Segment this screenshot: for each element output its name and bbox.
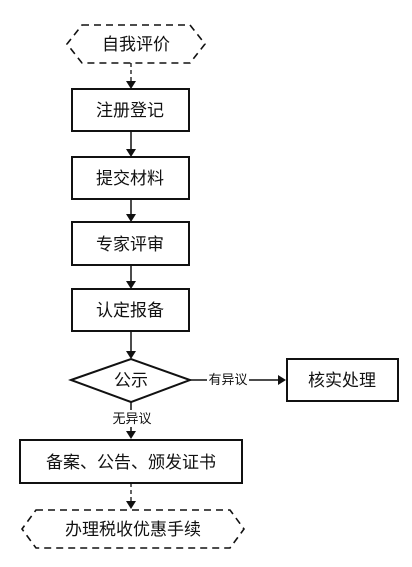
publicity-label: 公示 <box>114 371 148 391</box>
arrow-head-icon <box>278 375 286 385</box>
register-box <box>71 88 190 132</box>
edge-submit-to-review <box>126 199 136 222</box>
submit-materials-label: 提交材料 <box>96 169 164 189</box>
has-objection-label: 有异议 <box>208 373 247 388</box>
edge-register-to-submit <box>126 131 136 157</box>
node-record-announce-certify: 备案、公告、颁发证书 <box>19 439 243 484</box>
node-submit-materials: 提交材料 <box>71 156 190 200</box>
expert-review-box <box>71 221 190 266</box>
arrow-head-icon <box>126 214 136 222</box>
edge-record-to-tax <box>126 483 136 509</box>
end-terminator-shape <box>21 509 245 549</box>
edge-review-to-confirm <box>126 265 136 289</box>
record-announce-certify-label: 备案、公告、颁发证书 <box>46 453 216 473</box>
start-terminator-shape <box>65 24 207 64</box>
tax-incentive-label: 办理税收优惠手续 <box>65 520 201 540</box>
verify-handle-box <box>286 358 399 402</box>
node-confirm-filing: 认定报备 <box>71 288 190 332</box>
arrow-head-icon <box>126 501 136 509</box>
arrow-head-icon <box>126 149 136 157</box>
submit-materials-box <box>71 156 190 200</box>
no-objection-label: 无异议 <box>112 412 151 427</box>
node-verify-handle: 核实处理 <box>286 358 399 402</box>
expert-review-label: 专家评审 <box>96 235 164 255</box>
edge-publicity-to-record: 无异议 <box>108 402 156 439</box>
register-label: 注册登记 <box>96 101 164 121</box>
confirm-filing-box <box>71 288 190 332</box>
node-self-evaluation: 自我评价 <box>65 24 207 64</box>
node-publicity-decision: 公示 <box>68 357 193 404</box>
edge-label-backdrop <box>207 371 249 388</box>
node-expert-review: 专家评审 <box>71 221 190 266</box>
edge-confirm-to-publicity <box>126 331 136 359</box>
arrow-head-icon <box>126 431 136 439</box>
edge-label-backdrop <box>108 410 156 427</box>
node-tax-incentive: 办理税收优惠手续 <box>21 509 245 549</box>
arrow-head-icon <box>126 81 136 89</box>
arrow-head-icon <box>126 351 136 359</box>
confirm-filing-label: 认定报备 <box>96 301 164 321</box>
self-evaluation-label: 自我评价 <box>102 35 170 55</box>
node-register: 注册登记 <box>71 88 190 132</box>
verify-handle-label: 核实处理 <box>308 371 376 391</box>
arrow-head-icon <box>126 281 136 289</box>
edge-self-eval-to-register <box>126 63 136 89</box>
edge-publicity-to-verify: 有异议 <box>190 371 286 388</box>
